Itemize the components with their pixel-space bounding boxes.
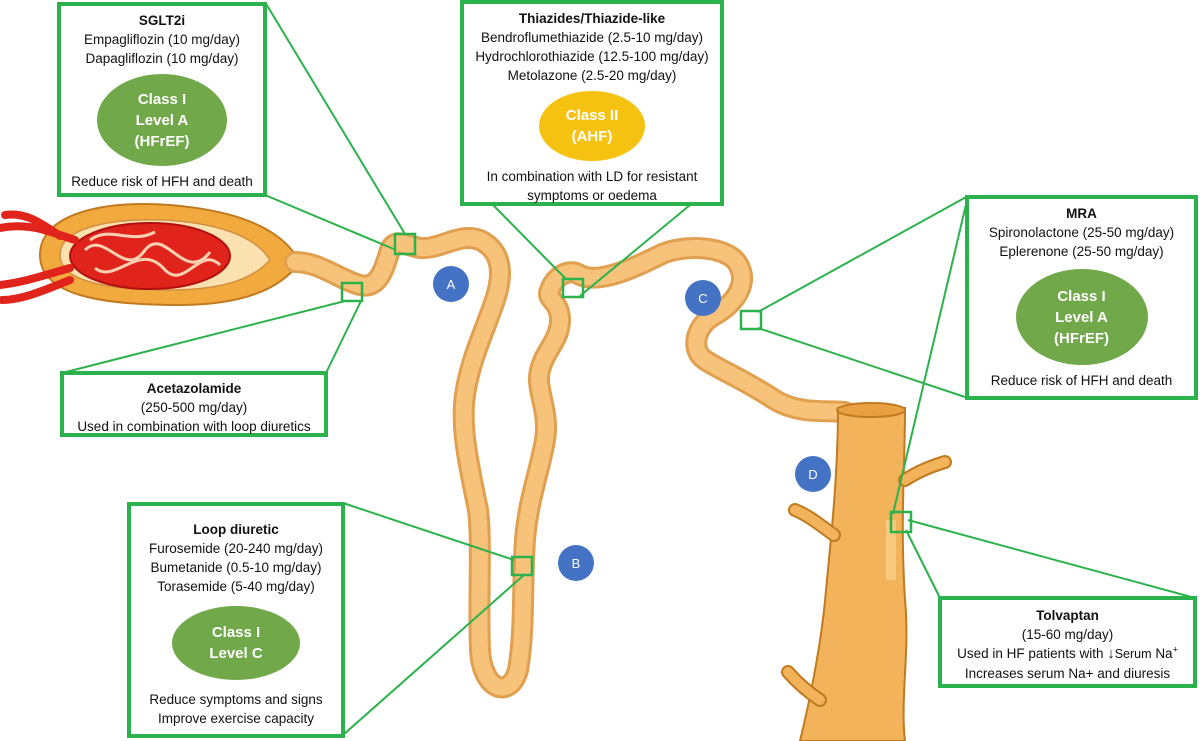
sglt2i-class-oval: Class I Level A (HFrEF) <box>97 74 227 166</box>
thiazides-box: Thiazides/Thiazide-like Bendroflumethiaz… <box>460 0 724 206</box>
serum-label: Serum <box>1114 647 1152 661</box>
marker-a: A <box>433 266 469 302</box>
marker-c: C <box>685 280 721 316</box>
sglt2i-drug-2: Dapagliflozin (10 mg/day) <box>85 51 239 66</box>
thiazides-class-oval: Class II (AHF) <box>539 91 645 161</box>
acetazolamide-note: Used in combination with loop diuretics <box>77 419 311 434</box>
glomerulus <box>0 203 302 307</box>
mra-drug-2: Eplerenone (25-50 mg/day) <box>999 244 1164 259</box>
thiazides-footer-1: In combination with LD for resistant <box>486 169 698 184</box>
tolvaptan-effect: Increases serum Na+ and diuresis <box>964 666 1171 681</box>
mra-class-oval: Class I Level A (HFrEF) <box>1015 269 1148 365</box>
acetazolamide-title: Acetazolamide <box>146 381 242 396</box>
loop-level: Level C <box>209 645 263 662</box>
loop-drug-3: Torasemide (5-40 mg/day) <box>157 579 315 594</box>
loop-diuretic-box: Loop diuretic Furosemide (20-240 mg/day)… <box>127 502 345 738</box>
loop-class-oval: Class I Level C <box>172 606 300 680</box>
loop-title: Loop diuretic <box>193 522 279 537</box>
thiazides-footer-2: symptoms or oedema <box>527 188 657 203</box>
thiazides-drug-2: Hydrochlorothiazide (12.5-100 mg/day) <box>475 49 709 64</box>
acetazolamide-box: Acetazolamide (250-500 mg/day) Used in c… <box>60 371 328 437</box>
mra-level: Level A <box>1055 308 1108 326</box>
mra-title: MRA <box>1066 206 1097 221</box>
sglt2i-drug-1: Empagliflozin (10 mg/day) <box>83 32 241 47</box>
sodium-charge: + <box>1172 644 1178 655</box>
loop-footer-2: Improve exercise capacity <box>157 711 315 726</box>
collecting-duct <box>781 402 952 741</box>
mra-indication: (HFrEF) <box>1054 329 1109 347</box>
tolvaptan-indication-text: Used in HF patients with <box>957 646 1104 661</box>
thiazides-indication: (AHF) <box>571 128 613 145</box>
thiazides-class: Class II <box>565 107 619 124</box>
acetazolamide-dose: (250-500 mg/day) <box>140 400 248 415</box>
tolvaptan-dose: (15-60 mg/day) <box>1021 627 1114 642</box>
thiazides-drug-1: Bendroflumethiazide (2.5-10 mg/day) <box>480 30 704 45</box>
mra-class: Class I <box>1057 287 1106 305</box>
sglt2i-indication: (HFrEF) <box>134 132 190 150</box>
tolvaptan-title: Tolvaptan <box>1036 608 1099 623</box>
sglt2i-level: Level A <box>135 111 189 129</box>
mra-drug-1: Spironolactone (25-50 mg/day) <box>988 225 1175 240</box>
loop-drug-1: Furosemide (20-240 mg/day) <box>148 541 324 556</box>
tolvaptan-box: Tolvaptan (15-60 mg/day) Used in HF pati… <box>938 596 1197 688</box>
sglt2i-box: SGLT2i Empagliflozin (10 mg/day) Dapagli… <box>57 2 267 197</box>
marker-d: D <box>795 456 831 492</box>
loop-footer-1: Reduce symptoms and signs <box>149 692 323 707</box>
loop-drug-2: Bumetanide (0.5-10 mg/day) <box>150 560 322 575</box>
down-arrow-icon: ↓ <box>1107 645 1115 662</box>
tolvaptan-indication: Used in HF patients with ↓Serum Na+ <box>946 644 1189 664</box>
tubule <box>284 227 856 699</box>
sglt2i-footer: Reduce risk of HFH and death <box>71 174 253 189</box>
mra-box: MRA Spironolactone (25-50 mg/day) Eplere… <box>965 195 1198 400</box>
mra-footer: Reduce risk of HFH and death <box>990 373 1173 388</box>
thiazides-title: Thiazides/Thiazide-like <box>518 11 666 26</box>
sglt2i-class: Class I <box>137 90 187 108</box>
connector-lines <box>61 1 1196 736</box>
thiazides-drug-3: Metolazone (2.5-20 mg/day) <box>507 68 677 83</box>
marker-b: B <box>558 545 594 581</box>
sglt2i-title: SGLT2i <box>138 13 186 28</box>
sodium-symbol: Na <box>1155 646 1173 661</box>
loop-class: Class I <box>211 624 261 641</box>
